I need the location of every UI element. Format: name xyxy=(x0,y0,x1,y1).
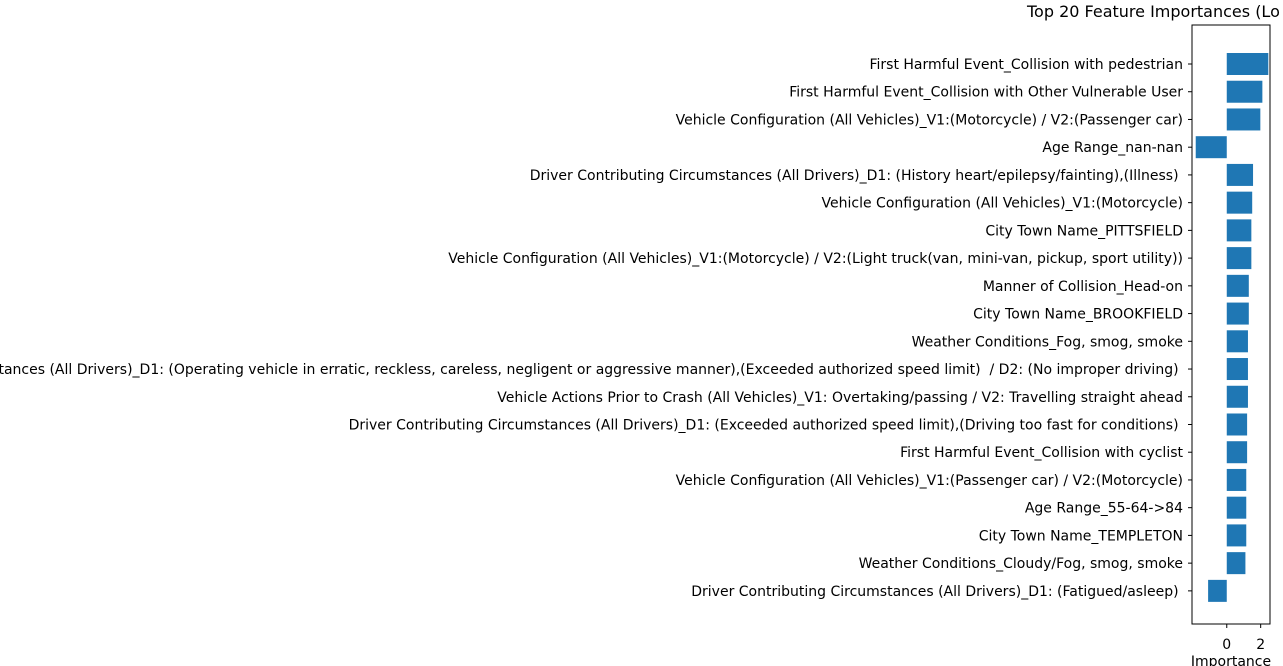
category-label-6: City Town Name_PITTSFIELD xyxy=(985,223,1183,239)
category-label-12: Vehicle Actions Prior to Crash (All Vehi… xyxy=(497,390,1183,406)
plot-frame xyxy=(1191,24,1271,625)
x-tick-label-1: 2 xyxy=(1256,637,1265,653)
category-label-5: Vehicle Configuration (All Vehicles)_V1:… xyxy=(822,196,1183,212)
bar-13 xyxy=(1226,413,1248,436)
category-label-13: Driver Contributing Circumstances (All D… xyxy=(349,417,1183,433)
bar-9 xyxy=(1226,302,1249,325)
category-label-15: Vehicle Configuration (All Vehicles)_V1:… xyxy=(676,473,1183,489)
category-label-17: City Town Name_TEMPLETON xyxy=(979,528,1183,544)
category-label-11: stances (All Drivers)_D1: (Operating veh… xyxy=(0,362,1183,378)
bar-19 xyxy=(1208,579,1227,602)
bar-10 xyxy=(1226,330,1248,353)
category-labels-group: First Harmful Event_Collision with pedes… xyxy=(0,57,1192,600)
bar-14 xyxy=(1226,441,1248,464)
category-label-7: Vehicle Configuration (All Vehicles)_V1:… xyxy=(448,251,1183,267)
category-label-4: Driver Contributing Circumstances (All D… xyxy=(530,168,1183,184)
bar-5 xyxy=(1226,191,1253,214)
category-label-9: City Town Name_BROOKFIELD xyxy=(973,307,1183,323)
bar-8 xyxy=(1226,274,1249,297)
chart-title: Top 20 Feature Importances (Lo xyxy=(1026,2,1280,21)
x-tick-label-0: 0 xyxy=(1222,637,1231,653)
bar-0 xyxy=(1226,53,1269,75)
bar-1 xyxy=(1226,80,1263,103)
bar-16 xyxy=(1226,496,1247,519)
category-label-1: First Harmful Event_Collision with Other… xyxy=(789,85,1183,101)
category-label-19: Driver Contributing Circumstances (All D… xyxy=(691,584,1183,600)
bar-4 xyxy=(1226,163,1254,186)
bar-12 xyxy=(1226,385,1248,408)
bar-15 xyxy=(1226,468,1247,491)
bar-18 xyxy=(1226,552,1246,575)
bar-11 xyxy=(1226,358,1248,381)
category-label-2: Vehicle Configuration (All Vehicles)_V1:… xyxy=(676,112,1183,128)
bar-3 xyxy=(1195,136,1227,159)
category-label-14: First Harmful Event_Collision with cycli… xyxy=(900,445,1183,461)
bar-17 xyxy=(1226,524,1247,547)
category-label-8: Manner of Collision_Head-on xyxy=(983,279,1183,295)
bars-group xyxy=(1195,53,1269,602)
category-label-0: First Harmful Event_Collision with pedes… xyxy=(869,57,1183,73)
bar-2 xyxy=(1226,108,1261,131)
category-label-16: Age Range_55-64->84 xyxy=(1025,501,1183,517)
category-label-10: Weather Conditions_Fog, smog, smoke xyxy=(912,334,1183,350)
category-label-3: Age Range_nan-nan xyxy=(1042,140,1183,156)
category-label-18: Weather Conditions_Cloudy/Fog, smog, smo… xyxy=(859,556,1183,572)
bar-7 xyxy=(1226,247,1252,270)
x-axis-label: Importance xyxy=(1191,654,1271,666)
bar-6 xyxy=(1226,219,1252,242)
